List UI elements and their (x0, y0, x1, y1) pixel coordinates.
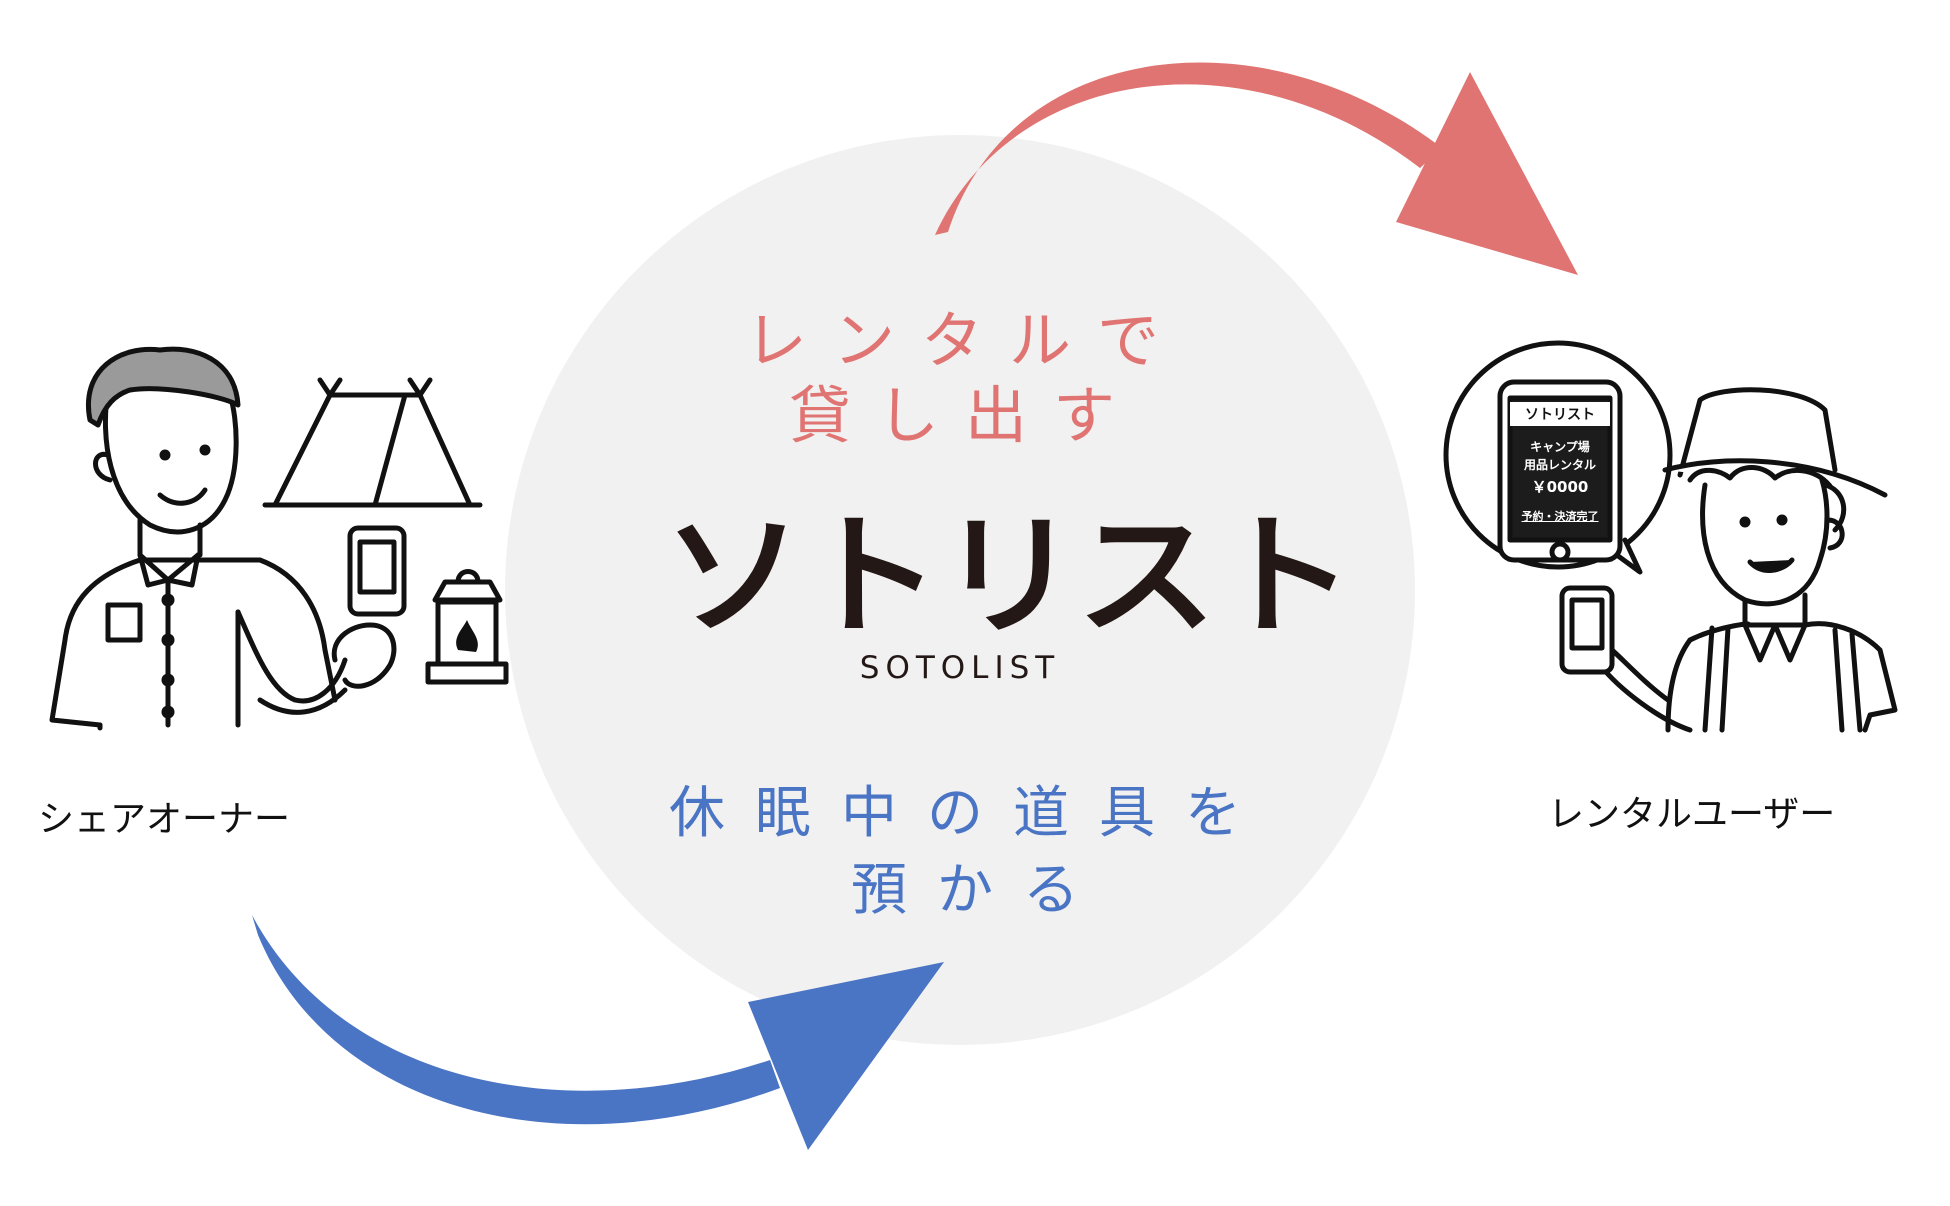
user-label: レンタルユーザー (1548, 794, 1836, 835)
blue-arrow (252, 915, 944, 1150)
phone-price: ￥0000 (1531, 478, 1589, 496)
logo-subtitle: SOTOLIST (859, 650, 1061, 686)
owner-label: シェアオーナー (38, 799, 291, 840)
blue-caption-line1: 休眠中の道具を (669, 781, 1271, 846)
phone-status: 予約・決済完了 (1521, 510, 1599, 523)
owner-illustration (49, 346, 509, 731)
center-circle (505, 135, 1415, 1045)
phone-line2: 用品レンタル (1523, 458, 1596, 472)
phone-line1: キャンプ場 (1530, 440, 1590, 454)
phone-header: ソトリスト (1510, 402, 1610, 426)
logo-wordmark: ソトリスト (663, 500, 1354, 654)
red-arrow (935, 62, 1578, 275)
red-caption-line2: 貸し出す (788, 379, 1141, 452)
blue-caption-line2: 預かる (851, 858, 1109, 923)
red-caption-line1: レンタルで (745, 304, 1186, 377)
